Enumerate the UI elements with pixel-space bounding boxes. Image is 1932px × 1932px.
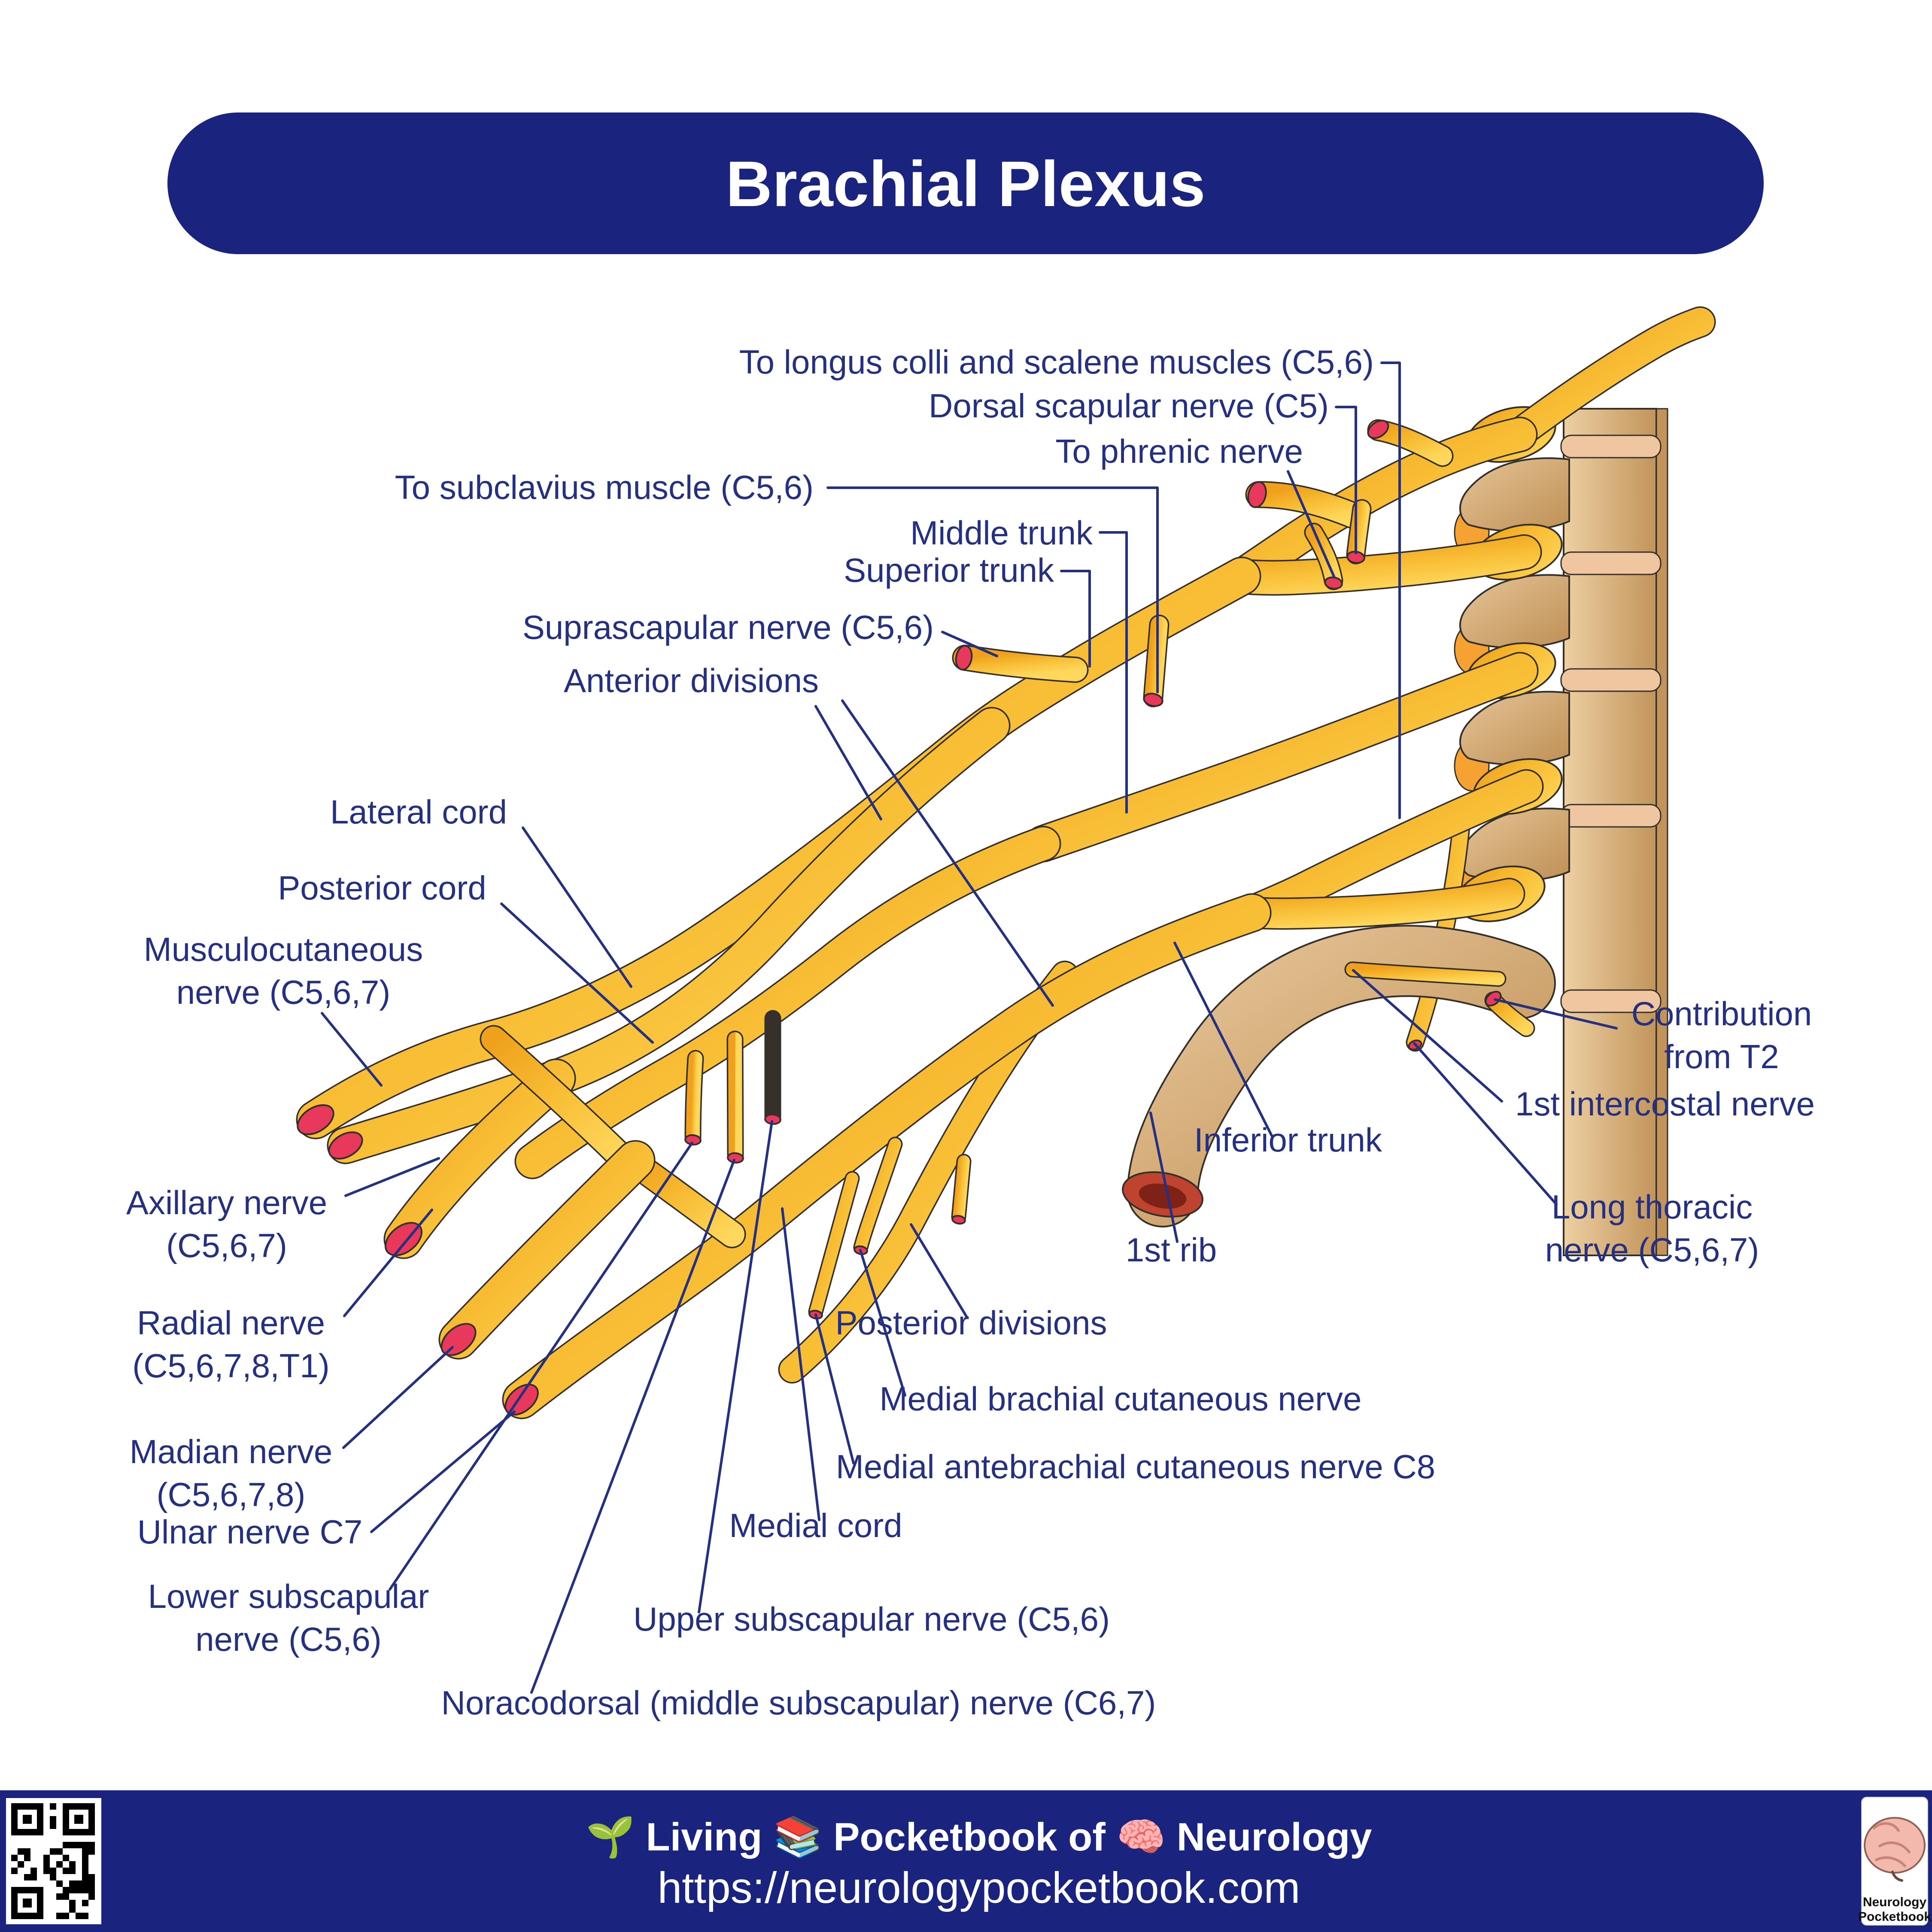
leader-line-noracodorsal-nerve — [530, 1159, 735, 1694]
footer-bar — [0, 1790, 1932, 1932]
label-axillary-nerve: Axillary nerve(C5,6,7) — [126, 1184, 327, 1264]
intervertebral-disc — [1560, 434, 1662, 459]
label-to-subclavius-muscle: To subclavius muscle (C5,6) — [395, 468, 814, 506]
label-superior-trunk: Superior trunk — [844, 551, 1054, 589]
leader-line-madian-nerve — [342, 1346, 454, 1449]
first-rib — [1122, 925, 1556, 1227]
footer-url[interactable]: https://neurologypocketbook.com — [658, 1863, 1300, 1912]
leader-line-dorsal-scapular-nerve — [1335, 406, 1357, 554]
leader-line-musculocutaneous-nerve — [321, 1012, 383, 1087]
title-bar: Brachial Plexus — [167, 112, 1764, 254]
leader-line-posterior-divisions — [910, 1223, 968, 1318]
label-to-longus-colli: To longus colli and scalene muscles (C5,… — [739, 343, 1374, 381]
leader-line-middle-trunk — [1099, 531, 1128, 814]
label-madian-nerve: Madian nerve(C5,6,7,8) — [130, 1433, 333, 1513]
leader-line-inferior-trunk — [1173, 942, 1273, 1137]
cords-and-terminal-branches — [383, 893, 1535, 1419]
leader-line-lower-subscapular-nerve — [389, 1142, 693, 1591]
leader-line-long-thoracic-nerve — [1413, 1042, 1558, 1206]
leader-line-lateral-cord — [522, 826, 632, 988]
cut-end — [440, 1323, 477, 1356]
leader-line-first-intercostal-nerve — [1352, 969, 1503, 1103]
leader-line-first-rib — [1149, 1112, 1179, 1243]
label-anterior-divisions: Anterior divisions — [564, 662, 819, 699]
logo-title-line1: Neurology — [1863, 1895, 1927, 1909]
leader-line-upper-subscapular-nerve — [698, 1120, 773, 1613]
footer-tagline: 🌱 Living 📚 Pocketbook of 🧠 Neurology — [586, 1815, 1372, 1859]
page-title: Brachial Plexus — [726, 148, 1205, 220]
leader-line-radial-nerve — [343, 1209, 433, 1317]
label-posterior-divisions: Posterior divisions — [835, 1304, 1107, 1342]
cut-end — [1247, 481, 1267, 508]
leader-line-contribution-from-t2 — [1494, 998, 1618, 1030]
vertebral-column — [1454, 408, 1668, 1256]
footer: 🌱 Living 📚 Pocketbook of 🧠 Neurology htt… — [0, 1790, 1932, 1932]
footer-logo: Neurology Pocketbook — [1858, 1797, 1931, 1926]
cut-end — [297, 1104, 334, 1136]
label-lateral-cord: Lateral cord — [330, 793, 507, 831]
cut-end — [328, 1131, 363, 1160]
brain-icon — [1864, 1817, 1926, 1882]
leader-line-medial-brachial-cutaneous — [859, 1249, 906, 1397]
leader-line-superior-trunk — [1060, 570, 1091, 668]
rib-cut-lumen — [1139, 1183, 1187, 1209]
diagram-annotations: To longus colli and scalene muscles (C5,… — [126, 343, 1815, 1722]
cut-end — [951, 1215, 966, 1225]
label-radial-nerve: Radial nerve(C5,6,7,8,T1) — [132, 1304, 330, 1385]
label-medial-cord: Medial cord — [729, 1507, 902, 1544]
leader-line-medial-cord — [781, 1207, 820, 1521]
label-inferior-trunk: Inferior trunk — [1194, 1121, 1382, 1159]
leader-line-ulnar-nerve — [370, 1410, 516, 1533]
intervertebral-disc — [1560, 989, 1662, 1013]
leader-line-posterior-cord — [500, 902, 654, 1044]
label-ulnar-nerve: Ulnar nerve C7 — [137, 1513, 363, 1551]
leader-line-medial-antebrachial-cutaneous — [814, 1313, 855, 1464]
leader-line-anterior-divisions — [841, 699, 1054, 1007]
qr-code — [6, 1798, 101, 1924]
cut-end — [684, 1134, 702, 1146]
label-dorsal-scapular-nerve: Dorsal scapular nerve (C5) — [929, 387, 1329, 425]
label-suprascapular-nerve: Suprascapular nerve (C5,6) — [522, 608, 934, 646]
label-medial-brachial-cutaneous: Medial brachial cutaneous nerve — [879, 1380, 1361, 1418]
label-first-intercostal-nerve: 1st intercostal nerve — [1515, 1085, 1815, 1123]
label-upper-subscapular-nerve: Upper subscapular nerve (C5,6) — [633, 1600, 1110, 1638]
intervertebral-disc — [1560, 804, 1662, 828]
cut-end — [727, 1152, 744, 1164]
leader-line-to-longus-colli — [1380, 361, 1401, 819]
cut-end — [1143, 693, 1163, 707]
cut-end — [1367, 419, 1389, 439]
cut-end — [955, 645, 973, 671]
leader-line-anterior-divisions — [814, 705, 882, 820]
intervertebral-disc — [1560, 668, 1662, 692]
leader-line-to-phrenic-nerve — [1287, 470, 1336, 579]
intervertebral-disc — [1560, 551, 1662, 575]
leader-line-suprascapular-nerve — [941, 631, 998, 657]
label-to-phrenic-nerve: To phrenic nerve — [1055, 432, 1303, 470]
label-noracodorsal-nerve: Noracodorsal (middle subscapular) nerve … — [441, 1684, 1156, 1722]
logo-title-line2: Pocketbook — [1858, 1910, 1931, 1924]
label-middle-trunk: Middle trunk — [910, 514, 1093, 552]
leader-line-to-subclavius-muscle — [826, 486, 1159, 693]
leader-line-axillary-nerve — [344, 1157, 440, 1197]
cut-end — [1485, 990, 1502, 1007]
label-medial-antebrachial-cutaneous: Medial antebrachial cutaneous nerve C8 — [836, 1448, 1435, 1485]
label-first-rib: 1st rib — [1126, 1231, 1217, 1269]
title-pill — [167, 112, 1764, 254]
label-posterior-cord: Posterior cord — [278, 869, 486, 907]
